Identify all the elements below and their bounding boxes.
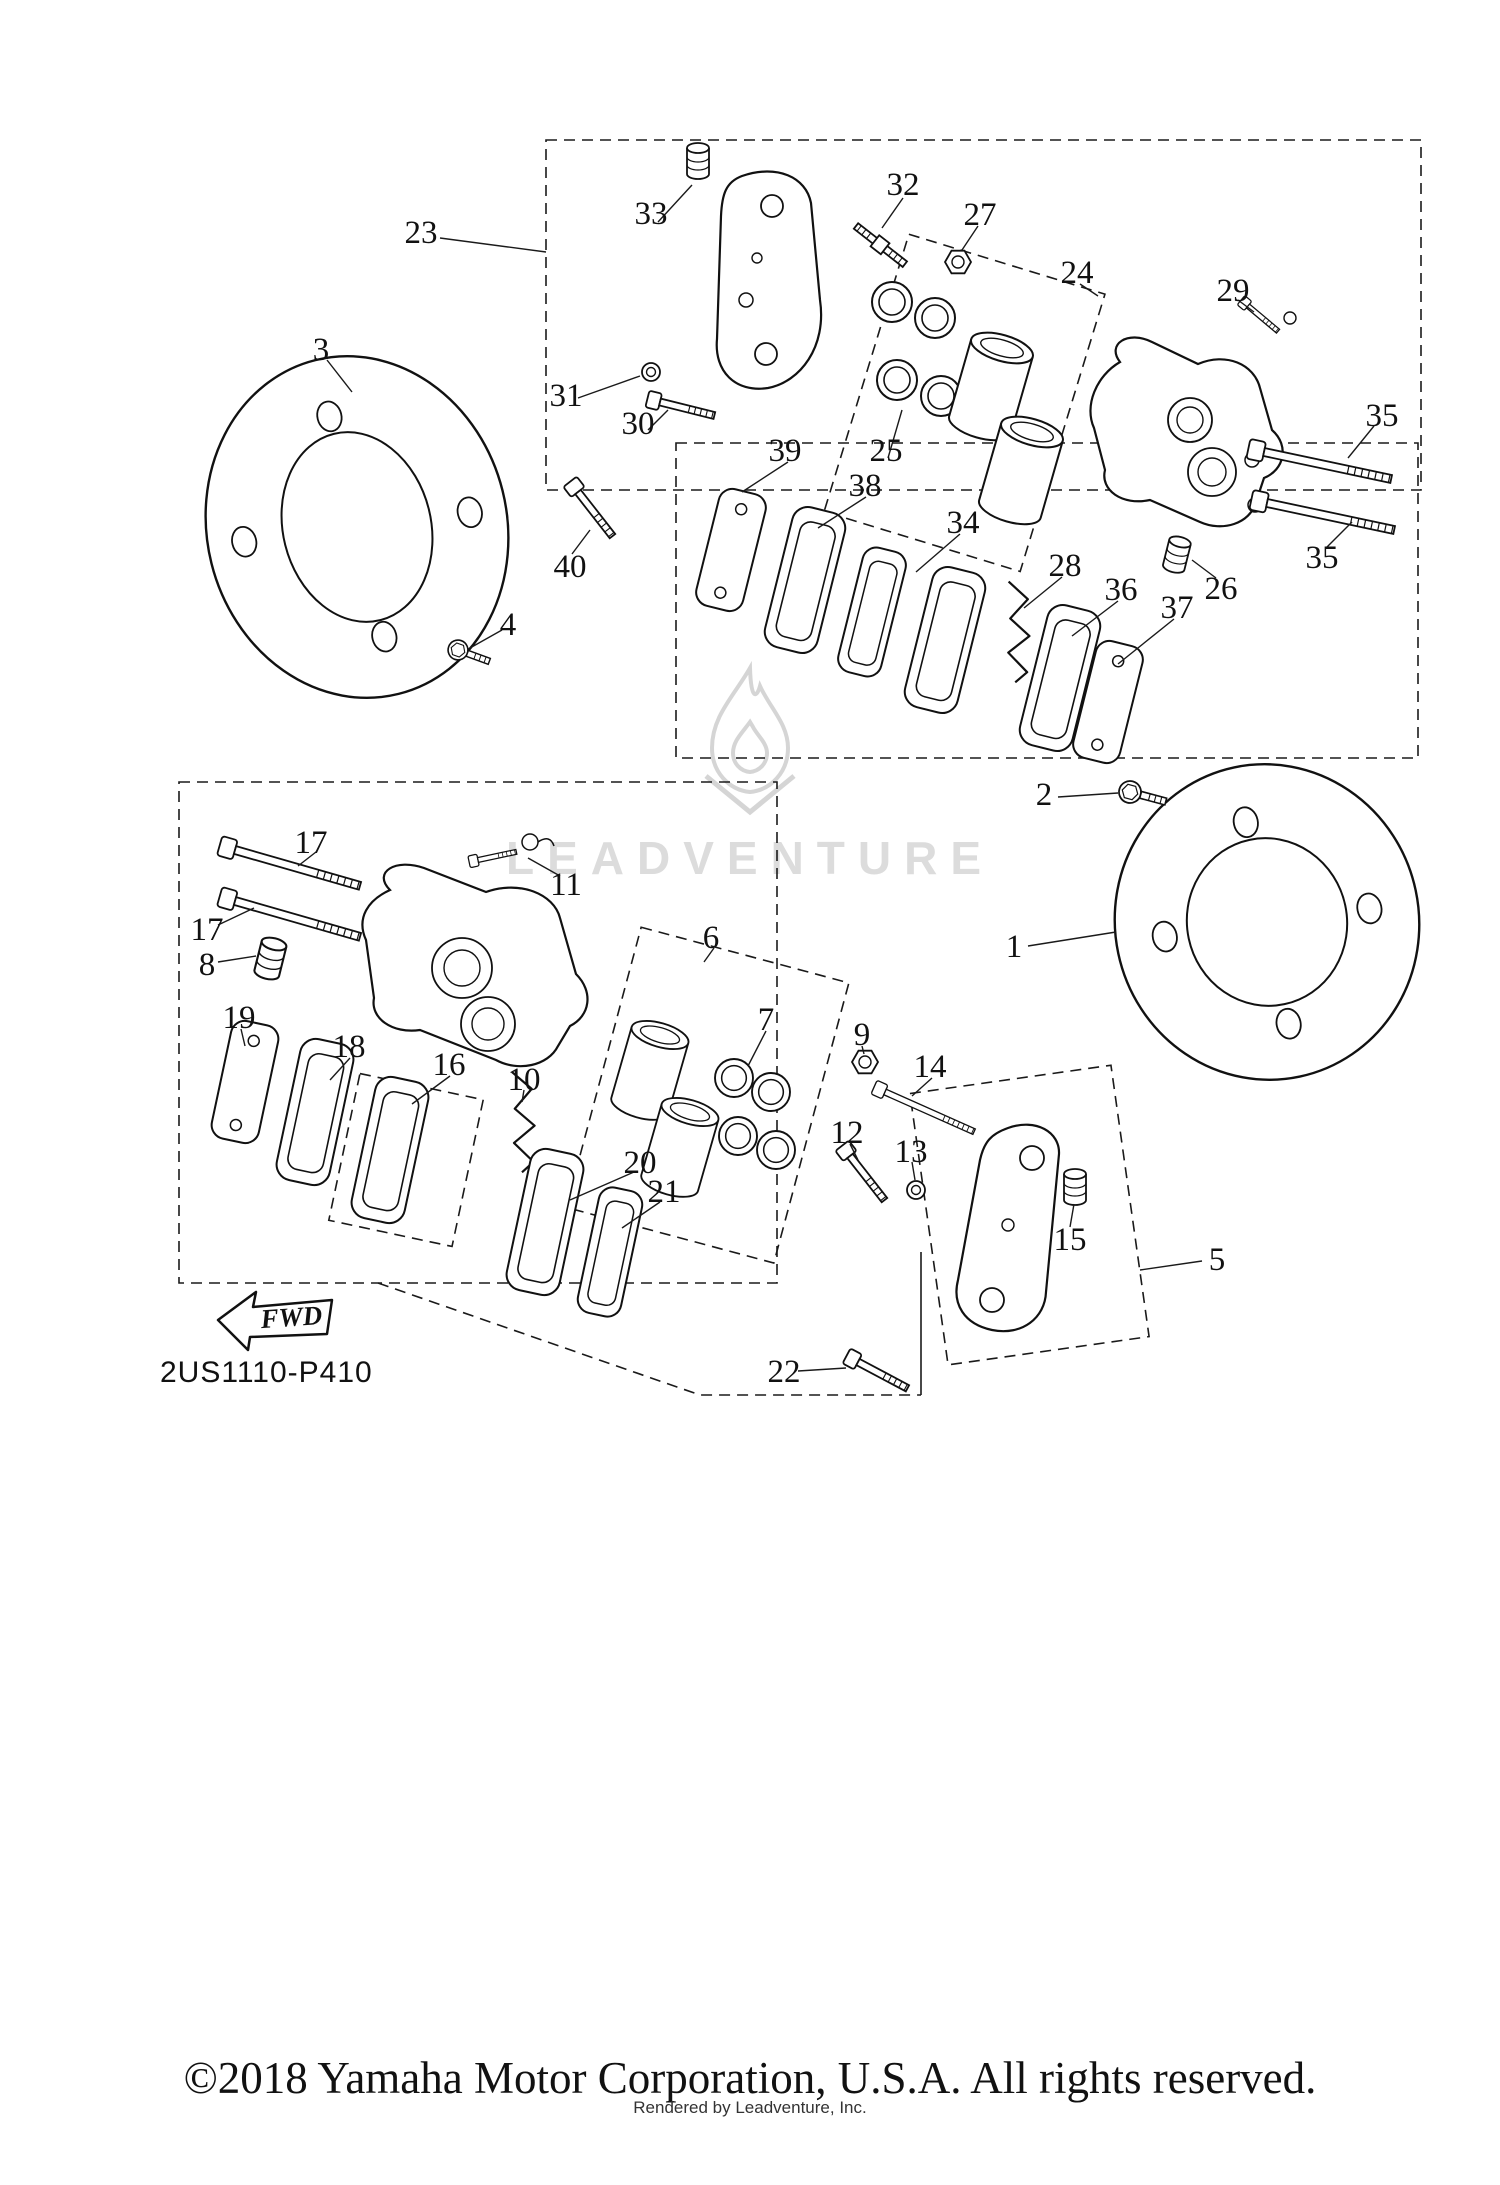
part-callout-8: 8 <box>199 947 216 983</box>
front-mounting-bracket <box>715 170 823 390</box>
part-callout-29: 29 <box>1217 273 1250 309</box>
part-callout-1: 1 <box>1006 929 1023 965</box>
part-callout-27: 27 <box>964 197 997 233</box>
part-callout-2: 2 <box>1036 777 1053 813</box>
part-callout-24: 24 <box>1061 255 1094 291</box>
part-callout-13: 13 <box>895 1134 928 1170</box>
part-code: 2US1110-P410 <box>160 1356 373 1389</box>
copyright-text: ©2018 Yamaha Motor Corporation, U.S.A. A… <box>183 2053 1317 2103</box>
part-callout-9: 9 <box>854 1017 871 1053</box>
part-callout-33: 33 <box>635 196 668 232</box>
part-callout-35: 35 <box>1366 398 1399 434</box>
rear-mounting-bracket <box>955 1123 1061 1333</box>
part-callout-20: 20 <box>624 1145 657 1181</box>
part-callout-22: 22 <box>768 1354 801 1390</box>
rear-brake-disc <box>1113 763 1421 1081</box>
fwd-arrow: FWD <box>216 1290 334 1352</box>
assembly-boxes <box>178 139 1422 1396</box>
part-callout-36: 36 <box>1105 572 1138 608</box>
part-callout-7: 7 <box>758 1002 775 1038</box>
rear-fasteners <box>215 777 1170 1397</box>
part-callout-15: 15 <box>1054 1222 1087 1258</box>
part-callout-16: 16 <box>433 1047 466 1083</box>
part-callout-31: 31 <box>550 378 583 414</box>
fwd-label: FWD <box>259 1300 323 1334</box>
part-callout-38: 38 <box>849 468 882 504</box>
front-brake-disc <box>204 355 510 699</box>
part-callout-39: 39 <box>769 433 802 469</box>
part-callout-4: 4 <box>500 607 517 643</box>
part-callout-32: 32 <box>887 167 920 203</box>
part-callout-35: 35 <box>1306 540 1339 576</box>
part-callout-19: 19 <box>223 1000 256 1036</box>
part-callout-28: 28 <box>1049 548 1082 584</box>
rear-caliper-body <box>361 863 589 1068</box>
rendered-by-text: Rendered by Leadventure, Inc. <box>633 2098 867 2117</box>
part-callout-26: 26 <box>1205 571 1238 607</box>
watermark-text: LEADVENTURE <box>506 832 994 884</box>
front-fasteners <box>444 142 1398 672</box>
part-callout-30: 30 <box>622 406 655 442</box>
part-callout-5: 5 <box>1209 1242 1226 1278</box>
part-callout-3: 3 <box>313 332 330 368</box>
part-callout-17: 17 <box>191 912 224 948</box>
part-callout-21: 21 <box>648 1174 681 1210</box>
part-callout-10: 10 <box>508 1062 541 1098</box>
part-callout-34: 34 <box>947 505 980 541</box>
part-callout-37: 37 <box>1161 590 1194 626</box>
leadventure-flame-icon <box>704 660 796 816</box>
leader-lines <box>217 184 1375 1372</box>
part-callout-17: 17 <box>295 825 328 861</box>
leadventure-watermark: LEADVENTURE <box>506 660 994 884</box>
part-callout-23: 23 <box>405 215 438 251</box>
part-callout-40: 40 <box>554 549 587 585</box>
front-pistons-seals <box>871 281 1068 532</box>
rear-brake-pads <box>208 1017 646 1321</box>
part-callout-25: 25 <box>870 433 903 469</box>
part-callout-14: 14 <box>914 1049 947 1085</box>
front-caliper-body <box>1089 336 1284 528</box>
part-callout-11: 11 <box>550 867 582 903</box>
part-callout-6: 6 <box>703 920 720 956</box>
front-brake-pads <box>692 484 1147 768</box>
part-callout-12: 12 <box>831 1115 864 1151</box>
part-callout-18: 18 <box>333 1029 366 1065</box>
